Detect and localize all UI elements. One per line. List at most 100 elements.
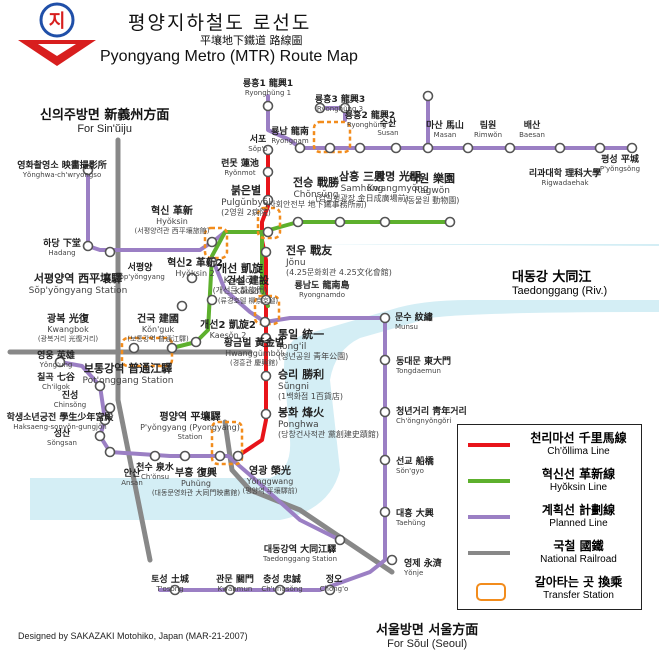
station-name-ko: 대흥 大興 [396,507,434,519]
station-dot-30 [422,90,434,102]
title-korean: 평양지하철도 로선도 [128,12,312,34]
station-dot-34 [594,142,606,154]
station-name-en: Kaesŏn 2 [210,331,247,340]
station-dot-38 [82,164,94,176]
station-name-note: (동물원 動物園) [405,195,460,205]
station-name-ko: 룡흥1 龍興1 [243,77,293,89]
station-name-ko: 룡흥2 龍興2 [345,109,395,121]
transfer-marker-4 [210,420,244,466]
station-name-ko: 영광 榮光 [249,464,291,477]
station-name-note: (당창건사적관 黨創建史蹟館) [278,429,379,439]
station-name-en: Ryongnamdo [299,291,345,299]
station-name-ko: 전승 戰勝 [293,175,340,189]
station-dot-1 [262,226,274,238]
station-name-en: Ryonghŭng 2 [347,121,393,129]
station-dot-22 [262,100,274,112]
station-dot-47 [149,450,161,462]
station-name-ko: 련못 蓮池 [221,157,259,169]
station-dot-49 [379,312,391,324]
planned-line-ryonghung [266,94,430,150]
station-name-en: Tongdaemun [395,367,441,375]
station-name-en: Ryonghŭng 1 [245,89,291,97]
station-name-ko: 성산 [54,427,71,439]
station-name-ko: 삼흥 三興 [339,169,385,183]
station-name-en: Puhŭng [181,479,211,488]
station-name-en: Yŏnghwa-ch'wryongso [22,171,101,179]
station-name-en: Ryŏnmot [224,169,255,177]
station-name-ko: 학생소년궁전 學生少年宮殿 [7,411,115,423]
station-name-en: Chinsŏng [54,401,87,409]
station-name-note: (김일성광장 金日成廣場前) [315,193,409,203]
legend-swatch-transfer [476,583,506,601]
station-dot-44 [99,414,111,426]
legend-swatch-hyoksin [468,479,510,483]
station-name-ko: 락원 樂園 [409,171,455,185]
station-name-en: Chŏnsŭng [293,190,338,200]
station-name-ko: 충성 忠誠 [263,573,301,585]
station-name-en: Sŏp'yŏngyang Station [29,286,128,296]
station-dot-25 [294,142,306,154]
station-name-en: Masan [434,131,457,139]
station-name-en: Sŏn'gyo [396,467,424,475]
station-name-en: Kwanmun [218,585,253,593]
station-dot-10 [260,408,272,420]
station-name-ko: 칠곡 七谷 [37,371,76,383]
station-dot-6 [260,246,272,258]
station-name-ko: 마산 馬山 [426,119,464,131]
station-name-ko: 룡흥3 龍興3 [315,93,365,105]
station-dot-21 [128,342,140,354]
station-name-en: Jŏnu [285,258,306,268]
station-dot-56 [324,584,336,596]
station-name-ko: 동대문 東大門 [396,355,451,367]
station-dot-41 [54,356,66,368]
station-name-note: (청년공원 靑年公園) [278,351,348,361]
station-dot-17 [259,316,271,328]
station-name-en: Samhŭng [341,184,384,194]
station-dot-39 [82,240,94,252]
station-dot-5 [444,216,456,228]
station-name-note: (2영원 2病院) [221,207,271,217]
station-name-ko: 서평양역 西平壤驛 [34,271,122,285]
station-dot-48 [179,450,191,462]
station-name-ko: 건설 建設 [227,274,270,287]
station-name-note: Station [178,433,203,441]
station-name-ko: 전우 戰友 [286,243,332,257]
credit: Designed by SAKAZAKI Motohiko, Japan (MA… [18,631,248,641]
station-dot-36 [262,144,274,156]
station-dot-0 [262,194,274,206]
station-name-en: Ch'ilgok [42,383,71,391]
station-name-ko: 평양역 平壤驛 [159,410,220,423]
station-name-ko: 광명 光明 [375,169,421,183]
station-dot-15 [186,272,198,284]
station-dot-18 [190,336,202,348]
station-dot-2 [292,216,304,228]
station-dot-58 [224,584,236,596]
station-name-ko: 개선2 凱旋2 [200,318,256,331]
station-name-en: Kwangmyŏng [367,184,428,194]
station-name-ko: 림원 [480,119,497,131]
station-name-en: Pulgŭnbyŏl [221,198,271,208]
station-name-ko: 봉화 烽火 [278,405,325,419]
station-name-ko: 서포 [250,133,267,145]
